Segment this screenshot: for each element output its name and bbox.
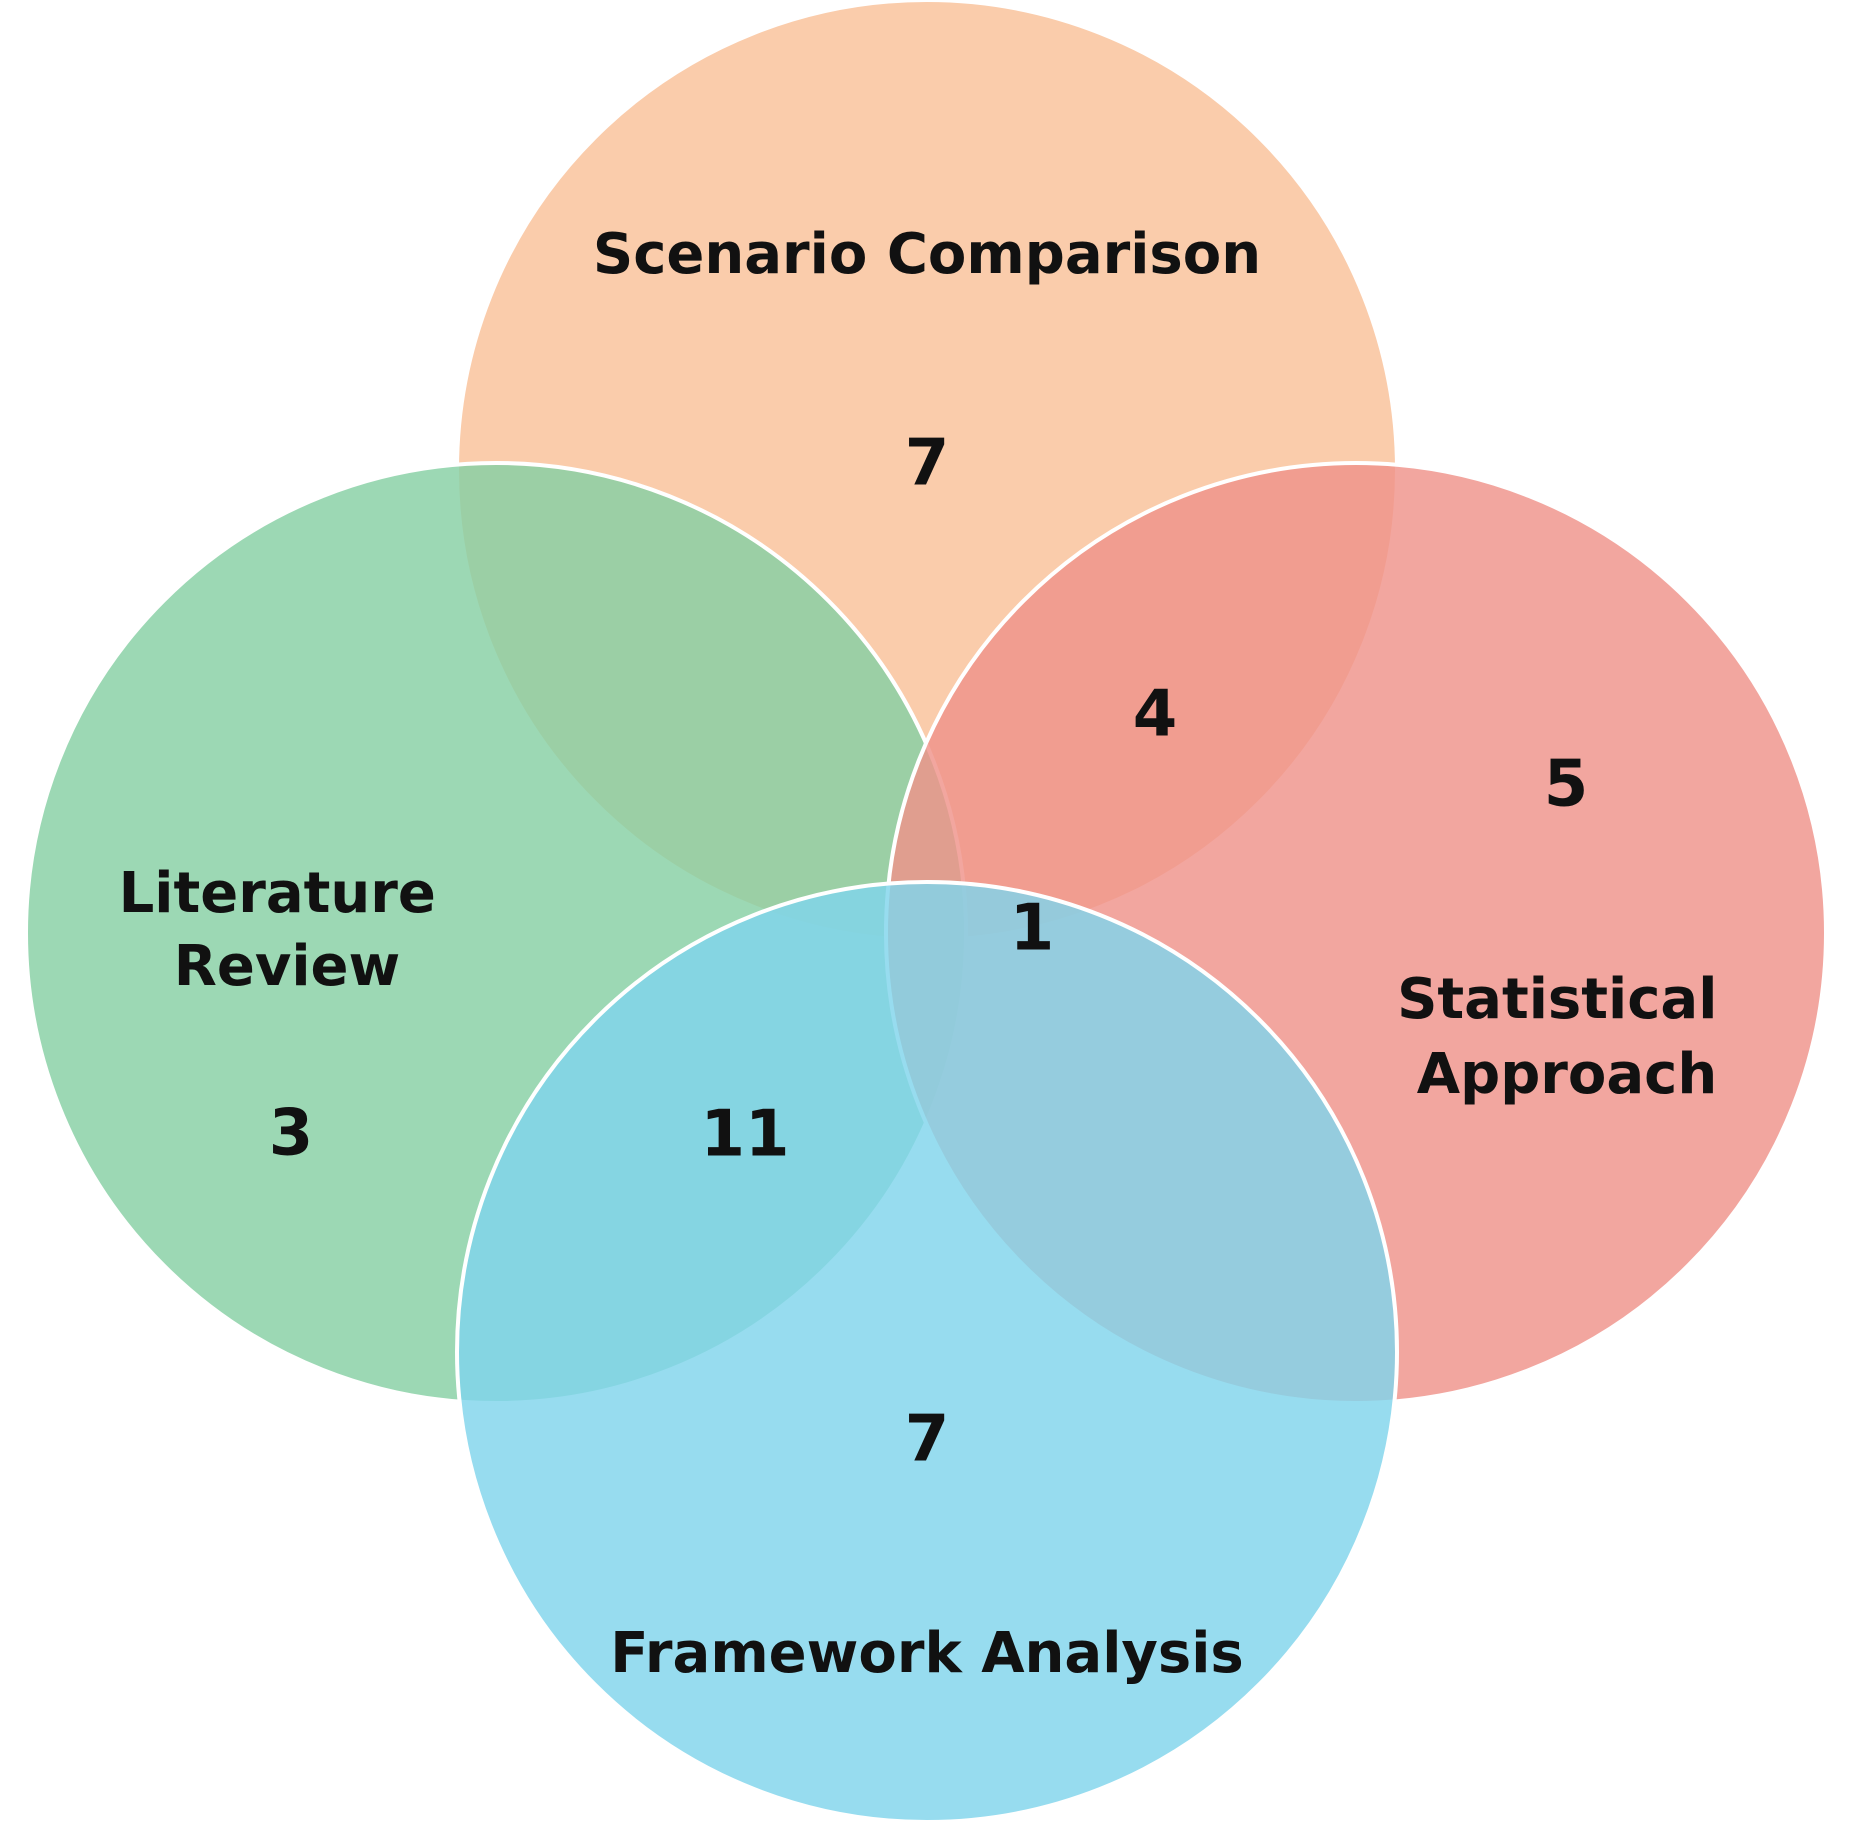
count-scenario-statistical: 4 <box>1133 678 1178 752</box>
count-framework-only: 7 <box>905 1403 950 1477</box>
statistical-approach-label-line-2: Approach <box>1417 1042 1717 1107</box>
count-literature-framework: 11 <box>700 1098 789 1172</box>
literature-review-label: Literature Review <box>119 861 456 999</box>
literature-review-label-line-2: Review <box>174 934 401 999</box>
count-scenario-literature-statistical: 1 <box>1010 892 1055 966</box>
statistical-approach-label: Statistical Approach <box>1397 967 1737 1107</box>
statistical-approach-label-line-1: Statistical <box>1397 967 1717 1032</box>
venn-labels: Scenario Comparison Literature Review St… <box>119 222 1737 1686</box>
count-statistical-only: 5 <box>1544 748 1589 822</box>
framework-analysis-label: Framework Analysis <box>610 1621 1244 1686</box>
scenario-comparison-label: Scenario Comparison <box>593 222 1261 287</box>
count-scenario-only: 7 <box>905 427 950 501</box>
count-literature-only: 3 <box>269 1097 314 1171</box>
literature-review-label-line-1: Literature <box>119 861 436 926</box>
framework-analysis-circle <box>455 880 1399 1824</box>
venn-circles <box>24 0 1828 1824</box>
